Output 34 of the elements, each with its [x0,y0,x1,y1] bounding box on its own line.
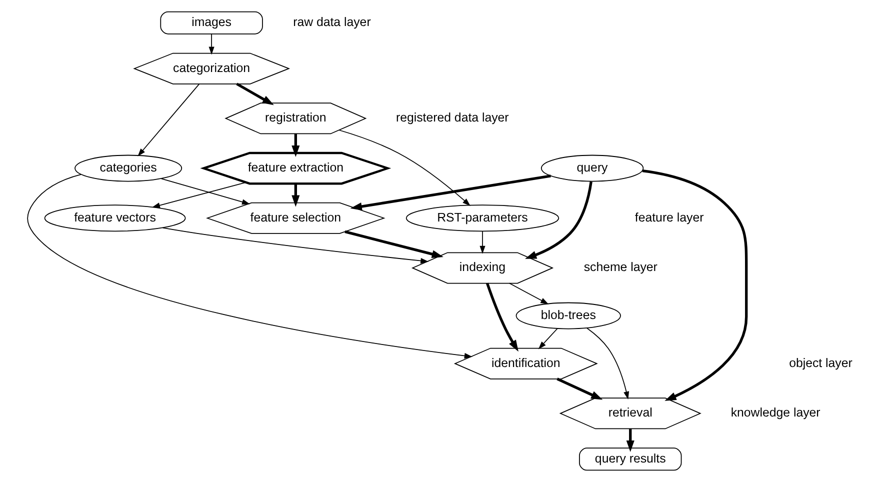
arrow [236,82,274,106]
arrow [160,178,250,205]
node-ellipse: categories [74,154,182,182]
arrow [162,227,429,264]
arrow [208,34,214,55]
label: knowledge layer [730,406,820,420]
arrow [152,182,246,208]
arrow [508,282,549,304]
arrow [138,83,200,156]
arrow [344,230,444,258]
label: object layer [789,356,852,370]
arrow [480,230,486,254]
arrow [292,184,300,207]
arrow [586,328,630,400]
label: feature layer [634,210,704,224]
label: registered data layer [396,110,509,125]
arrow [486,282,518,352]
arrow [350,174,551,210]
arrow [642,169,748,401]
arrow [556,378,603,400]
arrow [626,428,634,452]
node-ellipse: feature vectors [44,204,186,232]
arrow [27,174,472,359]
node-box: query results [579,448,682,471]
node-ellipse: blob-trees [516,302,621,330]
arrow [338,130,470,206]
node-ellipse: query [540,154,644,182]
arrow [538,328,558,350]
node-box: images [160,11,263,34]
node-ellipse: RST-parameters [406,204,560,232]
arrow [524,181,592,259]
arrow [292,134,300,157]
label: scheme layer [584,260,658,274]
label: raw data layer [293,15,371,30]
